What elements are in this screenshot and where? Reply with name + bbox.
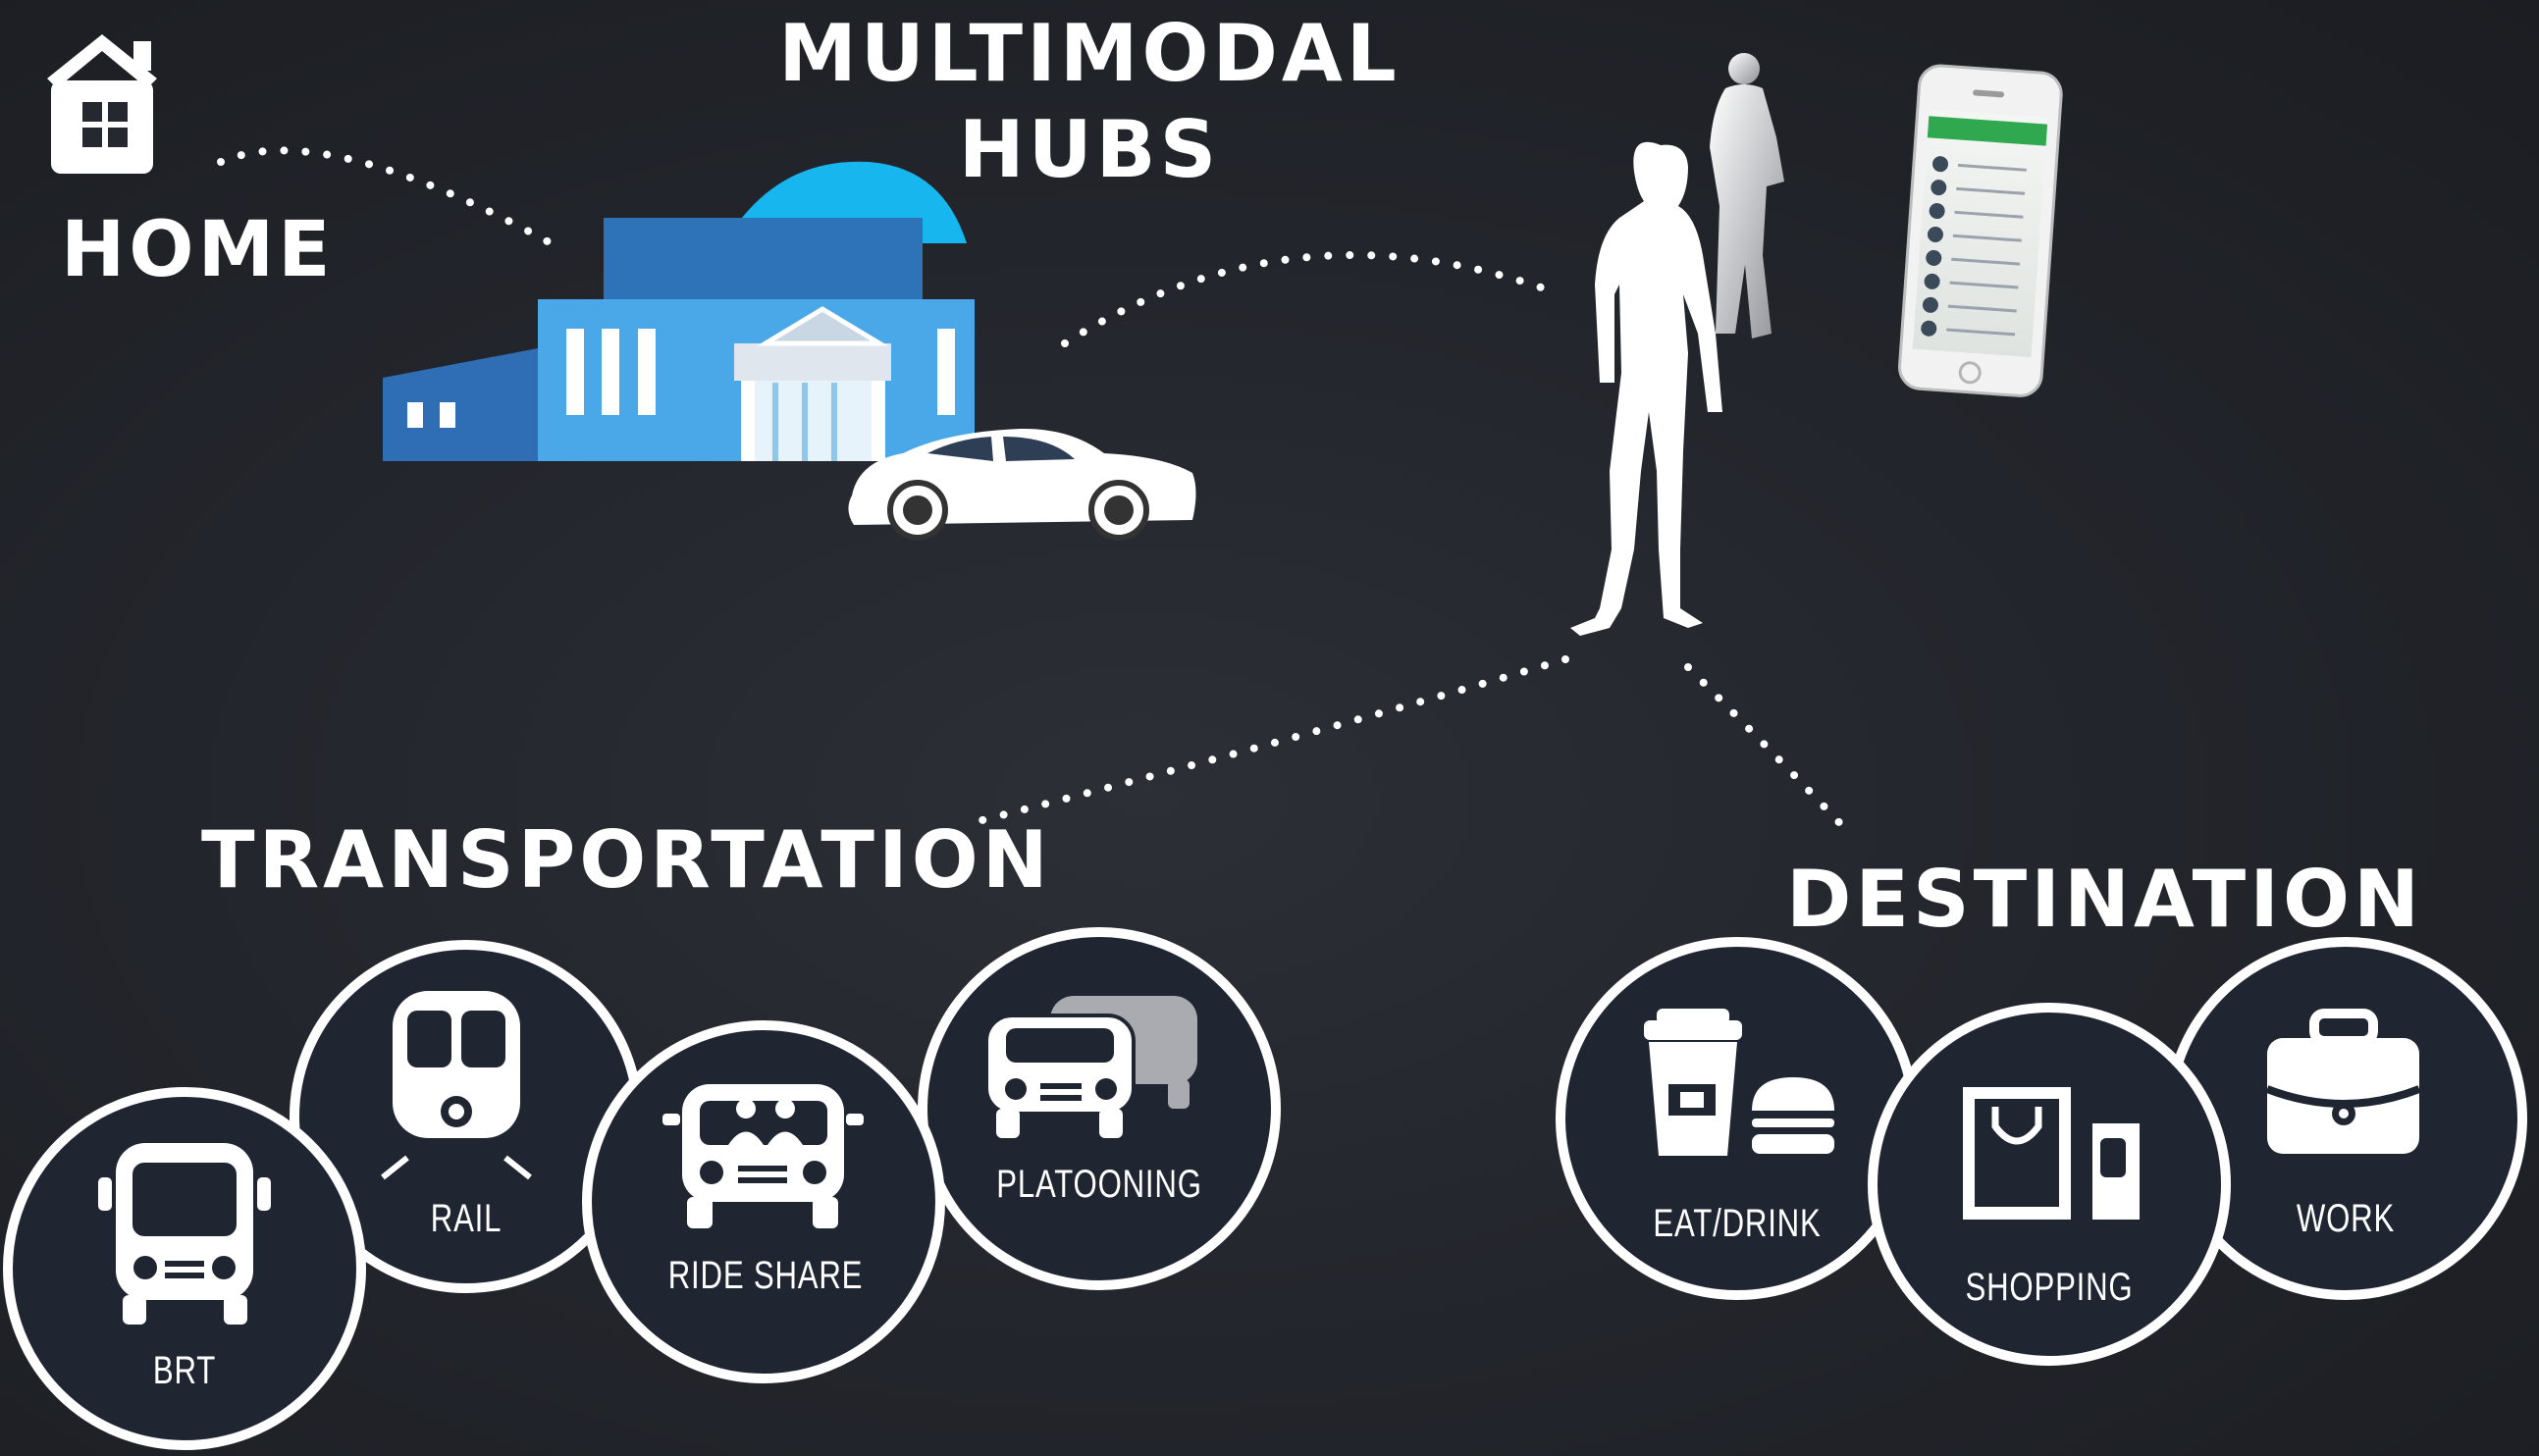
mode-circle-platooning[interactable] (918, 927, 1281, 1290)
destination-label-shopping: SHOPPING (1965, 1266, 2134, 1309)
connector-person-destination (1684, 663, 1854, 838)
briefcase-icon (2265, 1009, 2421, 1154)
man-silhouette (1710, 53, 1784, 338)
mode-label-platooning: PLATOONING (996, 1163, 1202, 1206)
coffee-burger-icon (1644, 1009, 1834, 1156)
destination-label-work: WORK (2296, 1197, 2396, 1240)
dotted-connectors (217, 146, 1854, 838)
transit-hub-building (383, 161, 975, 461)
mode-circle-brt[interactable] (3, 1087, 366, 1450)
destination-circle-eat-drink[interactable] (1556, 937, 1919, 1300)
platooning-cars-icon (984, 996, 1197, 1138)
connector-home-hub (217, 146, 558, 249)
mode-label-brt: BRT (152, 1349, 217, 1392)
destination-circle-shopping[interactable] (1868, 1003, 2231, 1366)
connector-hub-person (1061, 251, 1564, 347)
house-icon (47, 34, 157, 174)
rideshare-car-icon (662, 1084, 864, 1228)
home-label: HOME (61, 206, 335, 294)
train-icon (381, 991, 532, 1180)
destination-label: DESTINATION (1786, 854, 2423, 945)
transportation-label: TRANSPORTATION (201, 814, 1052, 906)
multimodal-hubs-title: MULTIMODAL HUBS (775, 6, 1403, 198)
hubs-line-2: HUBS (958, 104, 1221, 195)
mode-label-rideshare: RIDE SHARE (667, 1254, 864, 1297)
mode-label-rail: RAIL (430, 1197, 503, 1240)
woman-silhouette (1570, 141, 1722, 636)
mode-circle-rail[interactable] (290, 940, 643, 1293)
smartphone-icon (1897, 64, 2063, 397)
hubs-line-1: MULTIMODAL (778, 8, 1401, 99)
destination-circle-work[interactable] (2164, 937, 2527, 1300)
bus-icon (98, 1143, 271, 1325)
car-icon (848, 428, 1196, 541)
shopping-bag-icon (1963, 1087, 2140, 1220)
connector-person-transportation (963, 655, 1569, 828)
mode-circle-rideshare[interactable] (582, 1020, 945, 1383)
destination-label-eat-drink: EAT/DRINK (1653, 1202, 1822, 1245)
